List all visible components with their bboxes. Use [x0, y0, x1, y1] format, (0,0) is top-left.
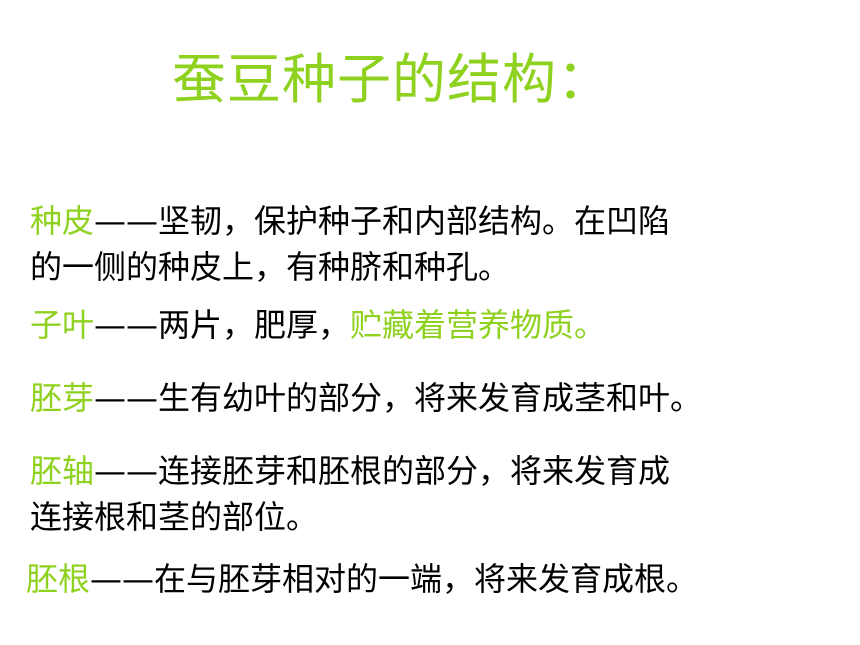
- dash-separator: ——: [90, 560, 155, 598]
- dash-separator: ——: [94, 202, 159, 240]
- slide-title: 蚕豆种子的结构：: [172, 48, 612, 111]
- description-text: 生有幼叶的部分，将来发育成茎和叶。: [158, 379, 703, 417]
- term-label: 胚根: [26, 560, 91, 598]
- entry-line: 种皮——坚韧，保护种子和内部结构。在凹陷: [30, 198, 670, 244]
- term-label: 胚芽: [30, 379, 95, 417]
- entry-line-continued: 的一侧的种皮上，有种脐和种孔。: [30, 244, 670, 290]
- description-text: 连接根和茎的部位。: [30, 498, 319, 536]
- entry-cotyledon: 子叶——两片，肥厚，贮藏着营养物质。: [30, 302, 606, 348]
- entry-line-continued: 连接根和茎的部位。: [30, 494, 670, 540]
- description-text: 的一侧的种皮上，有种脐和种孔。: [30, 248, 511, 286]
- term-label: 种皮: [30, 202, 95, 240]
- dash-separator: ——: [94, 379, 159, 417]
- entry-line: 子叶——两片，肥厚，贮藏着营养物质。: [30, 302, 606, 348]
- description-text: 坚韧，保护种子和内部结构。在凹陷: [158, 202, 671, 240]
- dash-separator: ——: [94, 452, 159, 490]
- entry-hypocotyl: 胚轴——连接胚芽和胚根的部分，将来发育成 连接根和茎的部位。: [30, 448, 670, 540]
- description-text: 在与胚芽相对的一端，将来发育成根。: [154, 560, 699, 598]
- entry-radicle: 胚根——在与胚芽相对的一端，将来发育成根。: [26, 556, 698, 602]
- description-text: 两片，肥厚，: [158, 306, 351, 344]
- dash-separator: ——: [94, 306, 159, 344]
- description-text: 连接胚芽和胚根的部分，将来发育成: [158, 452, 671, 490]
- entry-line: 胚芽——生有幼叶的部分，将来发育成茎和叶。: [30, 375, 702, 421]
- entry-line: 胚根——在与胚芽相对的一端，将来发育成根。: [26, 556, 698, 602]
- term-label: 子叶: [30, 306, 95, 344]
- highlighted-text: 贮藏着营养物质。: [350, 306, 607, 344]
- term-label: 胚轴: [30, 452, 95, 490]
- entry-seed-coat: 种皮——坚韧，保护种子和内部结构。在凹陷 的一侧的种皮上，有种脐和种孔。: [30, 198, 670, 290]
- entry-plumule: 胚芽——生有幼叶的部分，将来发育成茎和叶。: [30, 375, 702, 421]
- entry-line: 胚轴——连接胚芽和胚根的部分，将来发育成: [30, 448, 670, 494]
